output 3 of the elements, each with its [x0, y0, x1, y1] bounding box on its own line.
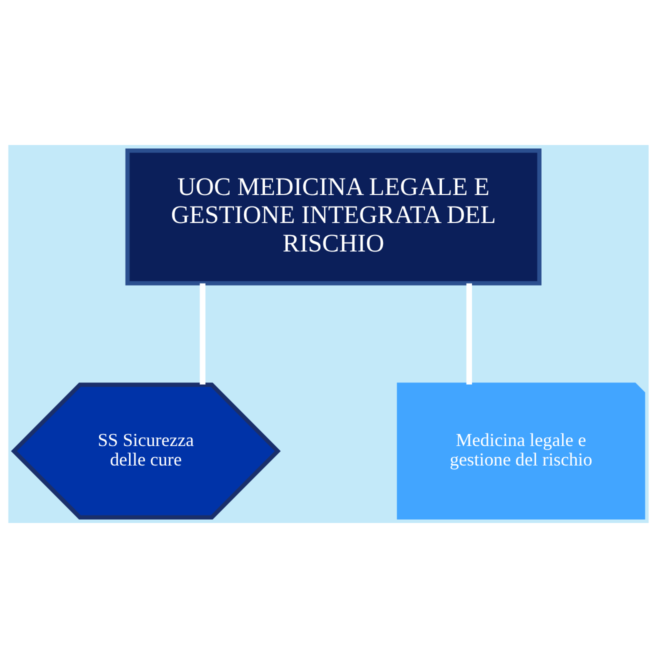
connector: [466, 283, 472, 384]
node-box: UOC MEDICINA LEGALE E GESTIONE INTEGRATA DEL RISCHIO: [125, 148, 542, 286]
connector: [200, 283, 206, 384]
